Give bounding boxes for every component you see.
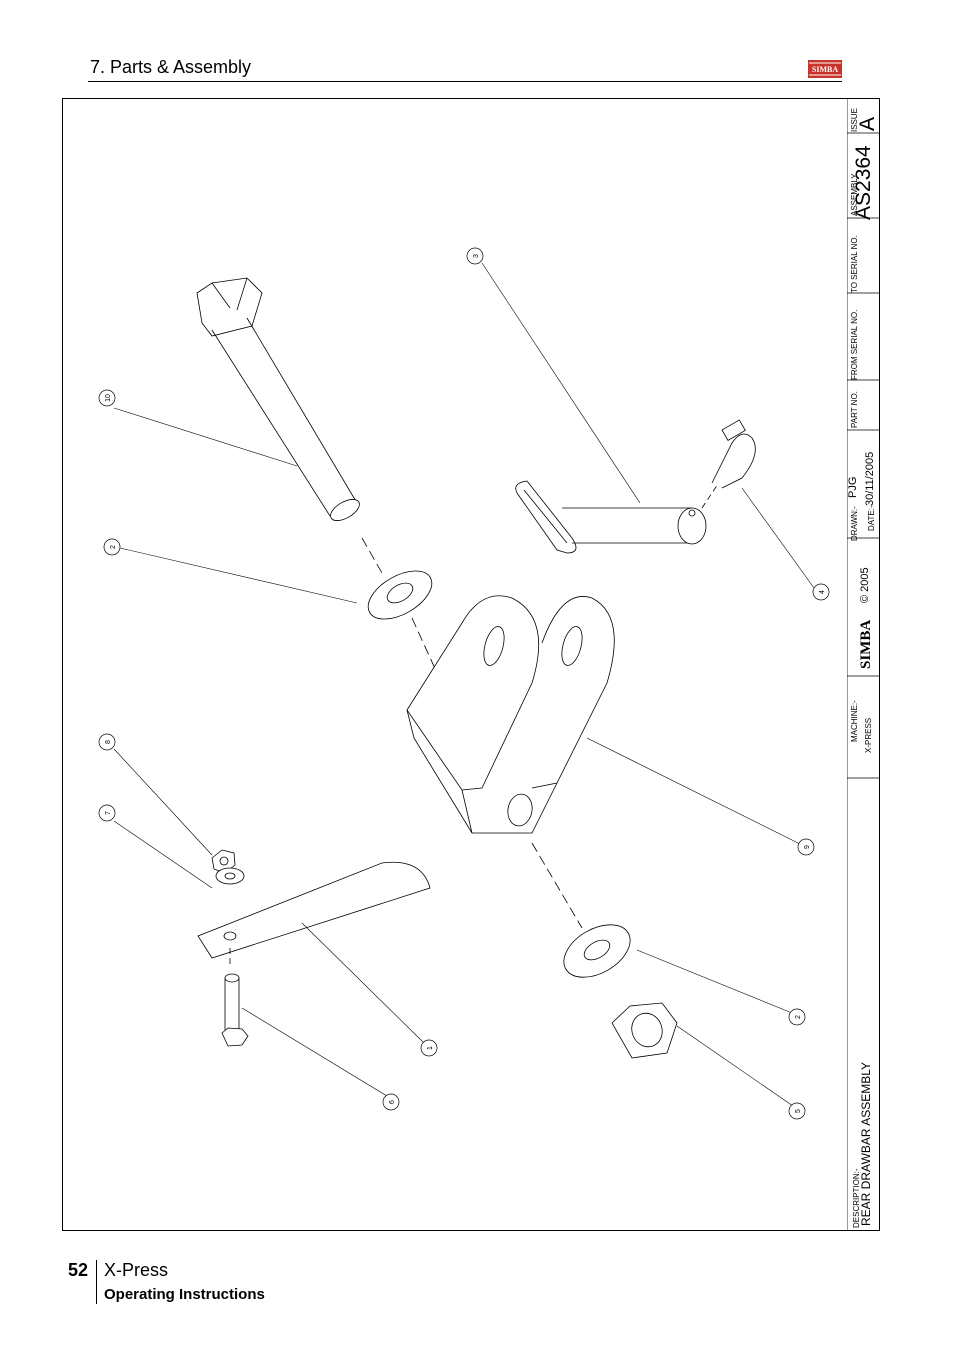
leader-lines <box>113 262 815 1107</box>
drawn-label: DRAWN:- <box>850 506 859 541</box>
description-value: REAR DRAWBAR ASSEMBLY <box>859 1061 873 1226</box>
drawn-value: PJG <box>847 476 859 498</box>
from-serial-label: FROM SERIAL NO. <box>850 309 859 380</box>
callout-9: 9 <box>804 845 811 849</box>
to-serial-label: TO SERIAL NO. <box>850 235 859 293</box>
assembly-number: AS2364 <box>852 145 875 220</box>
callout-4: 4 <box>819 590 826 594</box>
brand-text: SIMBA <box>858 620 874 669</box>
section-title: 7. Parts & Assembly <box>90 57 252 77</box>
callout-5: 5 <box>795 1109 802 1113</box>
callout-10: 10 <box>105 394 112 402</box>
drawbar-pin <box>515 480 707 554</box>
issue-value: A <box>856 116 879 131</box>
title-block: ISSUE A ASSEMBLY AS2364 TO SERIAL NO. FR… <box>847 98 880 1231</box>
drawbar-clevis <box>406 595 615 834</box>
date-label: DATE:- <box>867 505 876 531</box>
page-number: 52 <box>68 1260 89 1280</box>
drawbar-strap <box>197 861 431 959</box>
linch-pin <box>711 419 756 489</box>
callout-7: 7 <box>105 811 112 815</box>
washer-lower <box>563 924 631 978</box>
washer-upper <box>367 570 433 620</box>
copyright: © 2005 <box>859 567 871 603</box>
small-washer <box>215 867 245 885</box>
footer-product-name: X-Press <box>104 1260 169 1280</box>
callout-3: 3 <box>473 254 480 258</box>
callout-1: 1 <box>427 1046 434 1050</box>
machine-label: MACHINE:- <box>850 700 859 742</box>
date-value: 30/11/2005 <box>864 451 876 506</box>
part-no-label: PART NO. <box>850 391 859 428</box>
drawing-frame <box>62 98 880 1231</box>
simba-brand-mark: SIMBA <box>858 620 874 669</box>
small-nut <box>211 849 236 874</box>
large-nut <box>611 1002 678 1059</box>
header-rule <box>88 81 842 82</box>
callout-6: 6 <box>389 1100 396 1104</box>
drawbar-bolt <box>196 277 360 521</box>
callout-labels: 3 10 2 4 8 7 9 2 1 5 6 <box>105 254 826 1113</box>
footer-rule <box>96 1260 97 1304</box>
callout-2-upper: 2 <box>110 545 117 549</box>
footer-subtitle: Operating Instructions <box>104 1286 265 1303</box>
simba-logo: SIMBA <box>808 60 842 78</box>
exploded-parts-drawing: 3 10 2 4 8 7 9 2 1 5 6 <box>98 247 830 1120</box>
small-bolt <box>221 973 249 1047</box>
callout-bubbles <box>98 247 830 1120</box>
callout-2-lower: 2 <box>795 1015 802 1019</box>
machine-value: X-PRESS <box>864 717 873 753</box>
logo-text: SIMBA <box>812 65 838 74</box>
callout-8: 8 <box>105 740 112 744</box>
